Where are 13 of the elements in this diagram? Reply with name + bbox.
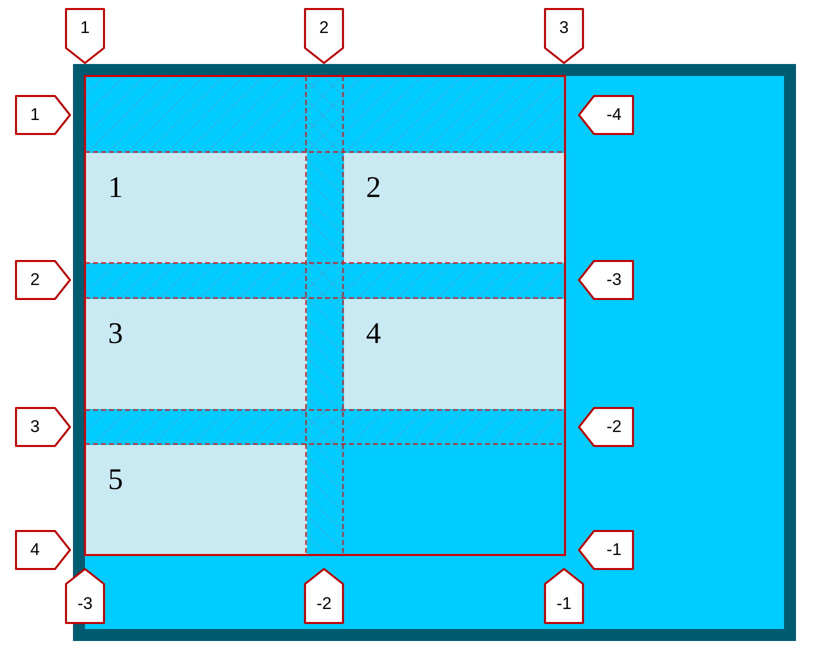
- grid-line-number: 3: [544, 8, 584, 64]
- grid-line-number: 4: [15, 530, 71, 570]
- grid-line-number: 2: [15, 260, 71, 300]
- grid-cell: 1: [86, 153, 307, 263]
- grid-line-number: 3: [15, 407, 71, 447]
- grid-line-number: 1: [15, 95, 71, 135]
- grid-cell: 4: [344, 299, 565, 409]
- grid-cell: 2: [344, 153, 565, 263]
- grid-cell: 3: [86, 299, 307, 409]
- grid-line-number: 2: [304, 8, 344, 64]
- grid-line-number: -3: [65, 568, 105, 624]
- grid-line-number: 1: [65, 8, 105, 64]
- grid-cell: 5: [86, 445, 307, 555]
